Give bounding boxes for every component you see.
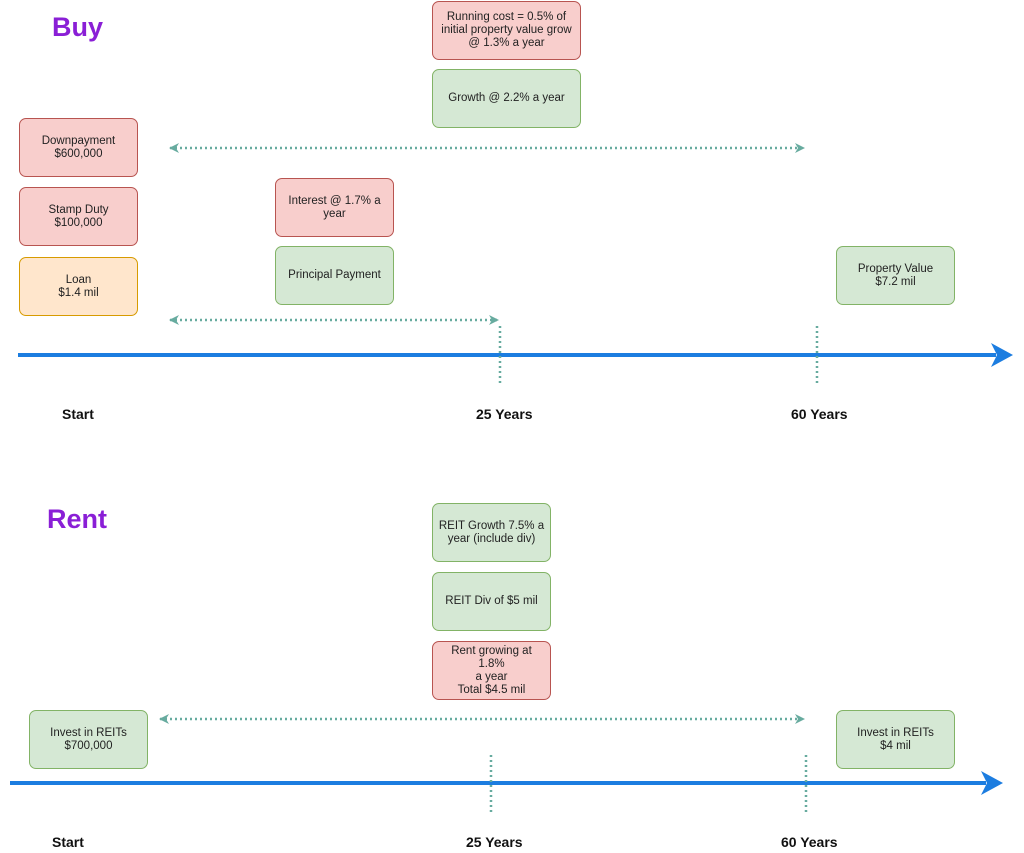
principal-payment-box: Principal Payment xyxy=(275,246,394,305)
rent-60-years-label: 60 Years xyxy=(781,834,838,850)
loan-box: Loan $1.4 mil xyxy=(19,257,138,316)
rent-timeline-arrowhead xyxy=(981,771,1003,795)
buy-25-years-label: 25 Years xyxy=(476,406,533,422)
reit-growth-box: REIT Growth 7.5% a year (include div) xyxy=(432,503,551,562)
running-cost-box: Running cost = 0.5% of initial property … xyxy=(432,1,581,60)
rent-25-years-label: 25 Years xyxy=(466,834,523,850)
rent-title: Rent xyxy=(47,504,107,534)
invest-reits-start-box: Invest in REITs $700,000 xyxy=(29,710,148,769)
growth-box: Growth @ 2.2% a year xyxy=(432,69,581,128)
buy-title: Buy xyxy=(52,12,104,42)
buy-start-label: Start xyxy=(62,406,94,422)
rent-start-label: Start xyxy=(52,834,84,850)
downpayment-box: Downpayment $600,000 xyxy=(19,118,138,177)
interest-box: Interest @ 1.7% a year xyxy=(275,178,394,237)
buy-60-years-label: 60 Years xyxy=(791,406,848,422)
property-value-box: Property Value $7.2 mil xyxy=(836,246,955,305)
rent-growing-box: Rent growing at 1.8% a year Total $4.5 m… xyxy=(432,641,551,700)
invest-reits-end-box: Invest in REITs $4 mil xyxy=(836,710,955,769)
buy-timeline-arrowhead xyxy=(991,343,1013,367)
reit-div-box: REIT Div of $5 mil xyxy=(432,572,551,631)
stamp-duty-box: Stamp Duty $100,000 xyxy=(19,187,138,246)
